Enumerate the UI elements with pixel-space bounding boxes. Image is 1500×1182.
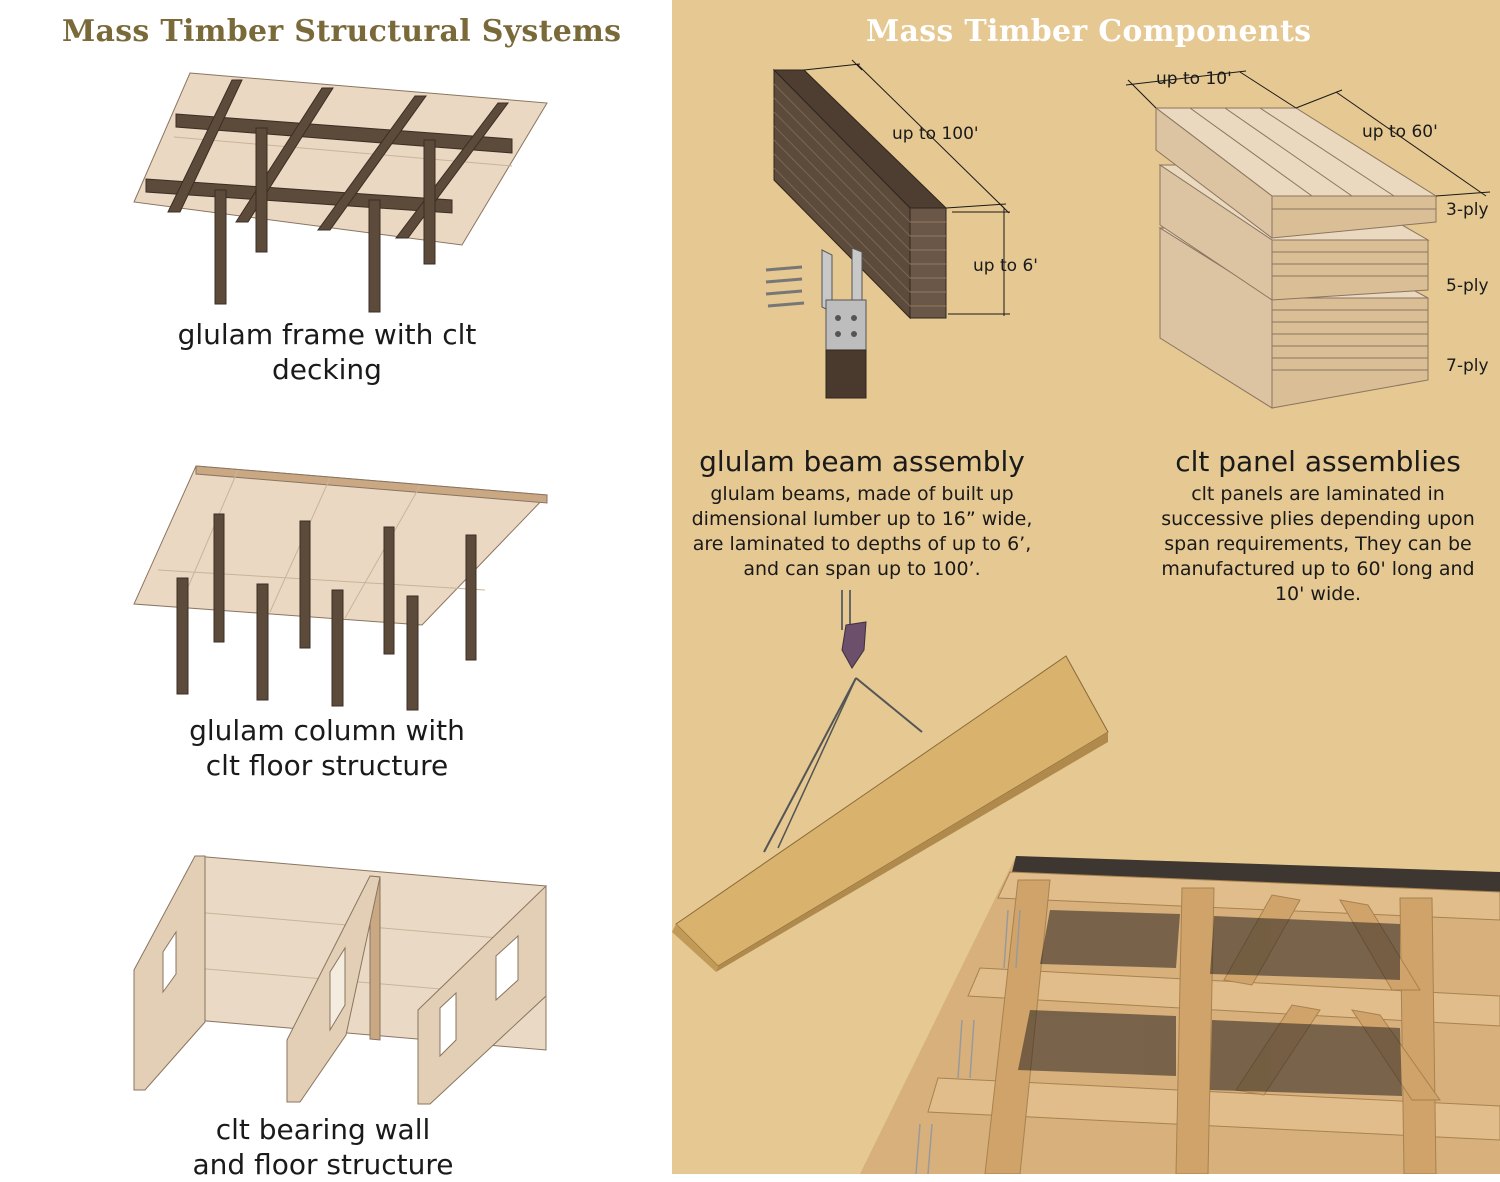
glulam-column-illustration bbox=[133, 465, 549, 711]
description-line: successive plies depending upon bbox=[1161, 508, 1475, 530]
ply-label-7: 7-ply bbox=[1446, 356, 1489, 376]
glulam-frame-illustration bbox=[133, 72, 548, 313]
caption-line: glulam column with bbox=[189, 714, 465, 747]
glulam-description: glulam beams, made of built up dimension… bbox=[662, 482, 1062, 582]
glulam-depth-dimension: up to 6' bbox=[973, 256, 1038, 276]
ply-label-5: 5-ply bbox=[1446, 276, 1489, 296]
clt-length-dimension: up to 60' bbox=[1362, 122, 1438, 142]
glulam-dimension-lines bbox=[803, 59, 1010, 316]
system-caption-clt-wall: clt bearing wall and floor structure bbox=[116, 1112, 530, 1182]
crane-hook-icon bbox=[841, 621, 867, 669]
structural-systems-title: Mass Timber Structural Systems bbox=[62, 14, 622, 49]
ply-label-3: 3-ply bbox=[1446, 200, 1489, 220]
system-caption-glulam-column: glulam column with clt floor structure bbox=[120, 713, 534, 783]
clt-width-dimension: up to 10' bbox=[1156, 69, 1232, 89]
clt-description: clt panels are laminated in successive p… bbox=[1118, 482, 1500, 607]
description-line: dimensional lumber up to 16” wide, bbox=[691, 508, 1033, 530]
glulam-length-dimension: up to 100' bbox=[892, 124, 979, 144]
glulam-beam-illustration: up to 100' up to 6' bbox=[765, 59, 1038, 399]
description-line: and can span up to 100’. bbox=[743, 558, 981, 580]
caption-line: decking bbox=[272, 353, 382, 386]
caption-line: and floor structure bbox=[192, 1148, 454, 1181]
description-line: span requirements, They can be bbox=[1164, 533, 1472, 555]
clt-bearing-wall-illustration bbox=[133, 855, 547, 1105]
clt-panels-illustration: up to 10' up to 60' 3-ply 5-ply 7-ply bbox=[1125, 69, 1491, 409]
description-line: manufactured up to 60' long and bbox=[1161, 558, 1475, 580]
building-photo bbox=[860, 856, 1500, 1174]
description-line: glulam beams, made of built up bbox=[710, 483, 1014, 505]
description-line: are laminated to depths of up to 6’, bbox=[692, 533, 1032, 555]
description-line: 10' wide. bbox=[1274, 583, 1362, 605]
caption-line: clt floor structure bbox=[205, 749, 449, 782]
description-line: clt panels are laminated in bbox=[1191, 483, 1445, 505]
caption-line: glulam frame with clt bbox=[177, 318, 477, 351]
glulam-heading: glulam beam assembly bbox=[699, 445, 1025, 478]
components-title: Mass Timber Components bbox=[866, 14, 1312, 49]
steel-connector-icon bbox=[765, 247, 867, 399]
system-caption-glulam-frame: glulam frame with clt decking bbox=[120, 317, 534, 387]
caption-line: clt bearing wall bbox=[215, 1113, 431, 1146]
clt-heading: clt panel assemblies bbox=[1175, 445, 1461, 478]
clt-dimension-lines bbox=[1125, 70, 1491, 197]
crane-lift-photo bbox=[672, 590, 1109, 972]
